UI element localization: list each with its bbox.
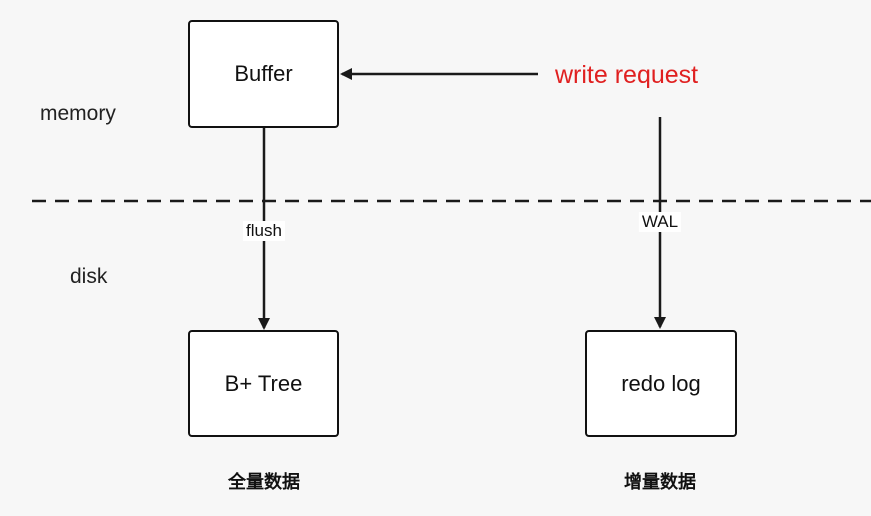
btree-node: B+ Tree	[188, 330, 339, 437]
buffer-node: Buffer	[188, 20, 339, 128]
memory-zone-label: memory	[40, 102, 116, 125]
write-request-label: write request	[555, 61, 699, 89]
incremental-data-caption: 增量数据	[624, 472, 696, 493]
disk-zone-label: disk	[70, 265, 108, 288]
redo-log-node-label: redo log	[621, 370, 701, 396]
wal-edge-label: WAL	[638, 212, 682, 232]
buffer-node-label: Buffer	[234, 61, 293, 86]
redo-log-node: redo log	[585, 330, 737, 437]
btree-node-label: B+ Tree	[224, 370, 303, 396]
full-data-caption: 全量数据	[228, 472, 300, 493]
flush-edge-label: flush	[243, 221, 285, 241]
